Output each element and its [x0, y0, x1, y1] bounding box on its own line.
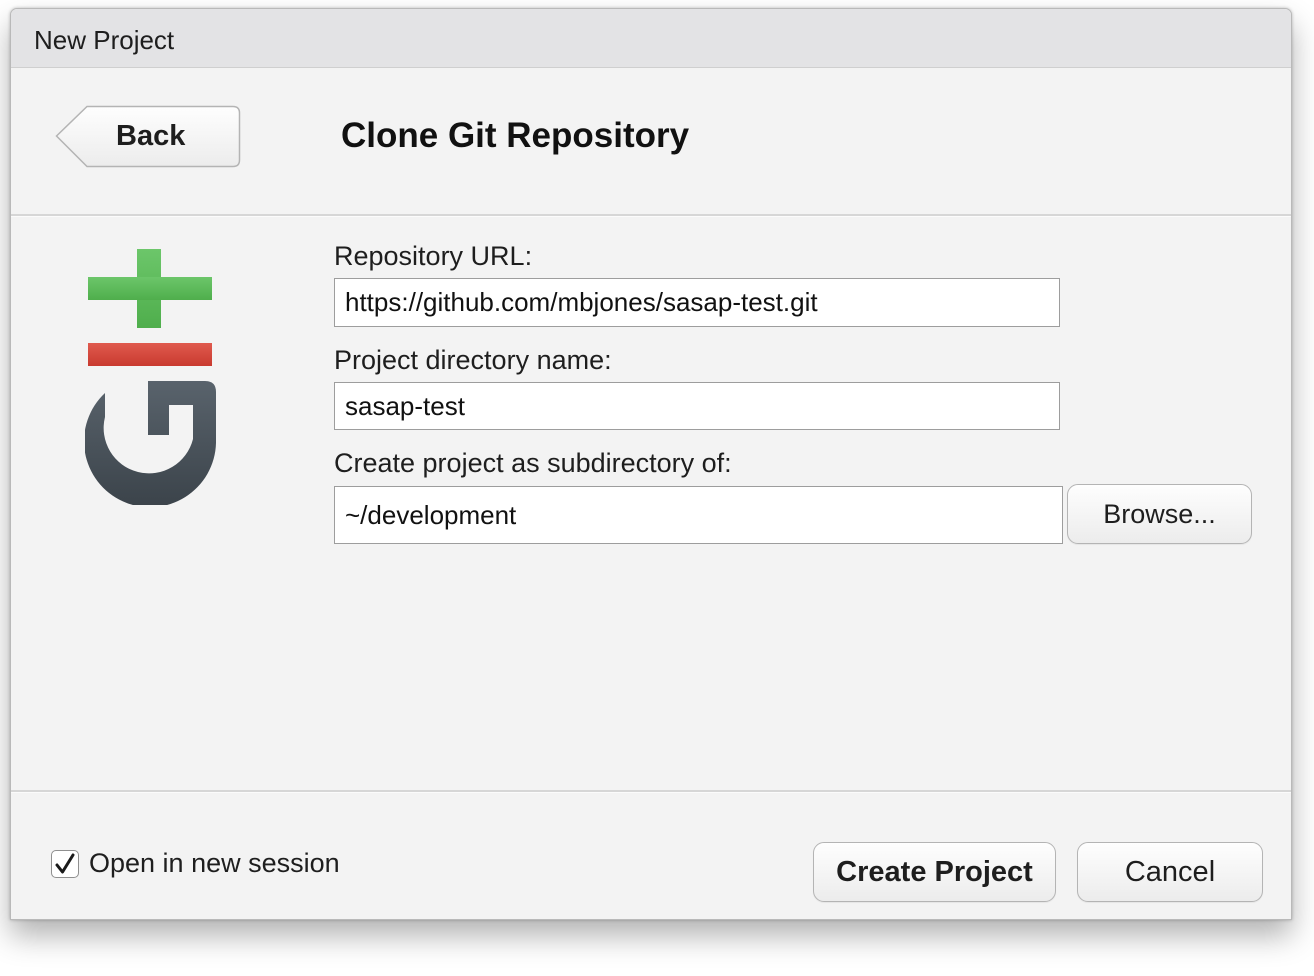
- back-button-label: Back: [116, 120, 186, 152]
- project-directory-name-input[interactable]: [334, 382, 1060, 430]
- git-logo-icon: [85, 249, 216, 505]
- browse-button[interactable]: Browse...: [1067, 484, 1252, 544]
- subdirectory-label: Create project as subdirectory of:: [334, 448, 732, 478]
- open-in-new-session-checkbox[interactable]: [51, 850, 79, 878]
- title-bar[interactable]: New Project: [11, 9, 1291, 68]
- create-project-button[interactable]: Create Project: [813, 842, 1056, 902]
- footer-divider: [11, 790, 1291, 793]
- repository-url-input[interactable]: [334, 278, 1060, 327]
- header-divider: [11, 214, 1291, 217]
- back-arrow-shape: [55, 105, 241, 168]
- checkmark-icon: [55, 853, 75, 874]
- project-directory-name-label: Project directory name:: [334, 345, 612, 375]
- window-title: New Project: [34, 25, 175, 55]
- back-button[interactable]: Back: [55, 105, 241, 169]
- new-project-dialog: New Project Back Clone Git Repository: [10, 8, 1292, 920]
- open-in-new-session-label: Open in new session: [89, 848, 340, 878]
- subdirectory-input[interactable]: [334, 486, 1063, 544]
- cancel-button[interactable]: Cancel: [1077, 842, 1263, 902]
- page-title: Clone Git Repository: [341, 116, 690, 155]
- repository-url-label: Repository URL:: [334, 241, 533, 271]
